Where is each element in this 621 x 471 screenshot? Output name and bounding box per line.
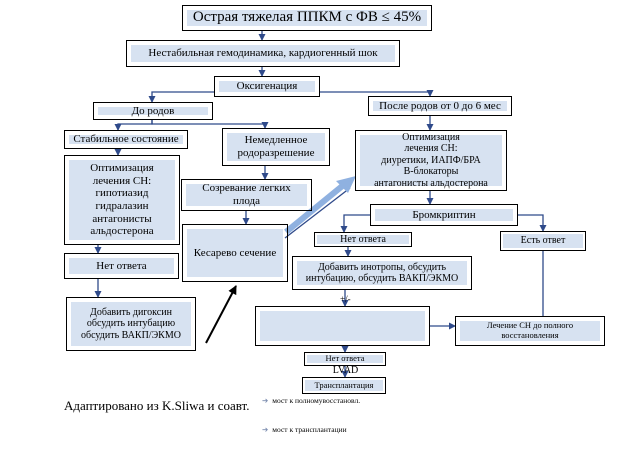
title-box: Острая тяжелая ППКМ с ФВ ≤ 45% [182, 5, 432, 31]
immediate-delivery-box: Немедленное родоразрешение [222, 128, 330, 166]
arrow-oxygen-after [320, 90, 434, 97]
plus-minus-label: +/- [340, 294, 351, 304]
inotropes-text: Добавить инотропы, обсудить интубацию, о… [305, 261, 459, 285]
response-box: Есть ответ [500, 231, 586, 251]
lung-maturation-box: Созревание легких плода [181, 179, 312, 211]
lvad-bridge-recovery: ➔мост к полномувосстановл. [262, 396, 429, 406]
lvad-box: LVAD ➔мост к полномувосстановл. ➔мост к … [255, 306, 430, 434]
caesarean-box: Кесарево сечение [182, 224, 288, 282]
arrow-bromo-noresp [340, 214, 370, 233]
response-text: Есть ответ [520, 235, 566, 247]
after-birth-text: После родов от 0 до 6 мес [379, 99, 501, 112]
transplant-text: Трансплантация [314, 379, 374, 390]
arrow-bromo-resp [518, 214, 547, 232]
optimization-left-text: Оптимизация лечения СН: гипотиазид гидра… [90, 162, 154, 238]
lung-maturation-text: Созревание легких плода [202, 182, 291, 207]
source-caption: Адаптировано из K.Sliwa и соавт. [64, 398, 250, 413]
unstable-box: Нестабильная гемодинамика, кардиогенный … [126, 40, 400, 67]
big-arrow-shaft [284, 180, 348, 235]
arrow-right-icon: ➔ [262, 396, 269, 406]
before-birth-text: До родов [131, 104, 175, 117]
stable-text: Стабильное состояние [73, 133, 179, 146]
lvad-title: LVAD [332, 365, 359, 377]
arrow-right-icon: ➔ [262, 424, 269, 434]
arrow-digoxin-caesarean [205, 285, 237, 344]
digoxin-text: Добавить дигоксин обсудить интубацию обс… [81, 306, 181, 341]
digoxin-box: Добавить дигоксин обсудить интубацию обс… [66, 297, 196, 351]
inotropes-box: Добавить инотропы, обсудить интубацию, о… [292, 256, 472, 290]
immediate-delivery-text: Немедленное родоразрешение [237, 134, 315, 159]
no-response-bottom-box: Нет ответа [304, 352, 386, 366]
oxygen-box: Оксигенация [214, 76, 320, 97]
before-birth-box: До родов [93, 102, 213, 120]
no-response-bottom-text: Нет ответа [325, 353, 365, 364]
unstable-text: Нестабильная гемодинамика, кардиогенный … [148, 47, 378, 60]
line-caesarean-optright [284, 187, 351, 239]
no-response-left-text: Нет ответа [96, 259, 147, 272]
bromocriptine-text: Бромкриптин [412, 208, 476, 221]
no-response-left-box: Нет ответа [64, 253, 179, 279]
caesarean-text: Кесарево сечение [193, 246, 277, 259]
connector-lines [94, 31, 547, 378]
oxygen-text: Оксигенация [236, 80, 298, 93]
title-text: Острая тяжелая ППКМ с ФВ ≤ 45% [192, 9, 422, 26]
optimization-left-box: Оптимизация лечения СН: гипотиазид гидра… [64, 155, 180, 245]
recovery-text: Лечение СН до полного восстановления [486, 320, 574, 340]
flowchart: Острая тяжелая ППКМ с ФВ ≤ 45% Нестабиль… [64, 5, 605, 434]
lvad-line1-text: мост к полномувосстановл. [272, 396, 361, 406]
arrow-before-immediate [151, 120, 269, 129]
after-birth-box: После родов от 0 до 6 мес [368, 96, 512, 116]
recovery-box: Лечение СН до полного восстановления [455, 316, 605, 346]
optimization-right-text: Оптимизация лечения СН: диуретики, ИАПФ/… [374, 131, 488, 189]
stable-box: Стабильное состояние [64, 130, 188, 149]
bromocriptine-box: Бромкриптин [370, 204, 518, 226]
no-response-mid-box: Нет ответа [314, 232, 412, 247]
arrow-oxygen-before [148, 91, 214, 103]
transplant-box: Трансплантация [302, 377, 386, 394]
arrow-before-stable [114, 120, 153, 131]
big-arrow-head [336, 176, 356, 193]
no-response-mid-text: Нет ответа [340, 233, 386, 245]
optimization-right-box: Оптимизация лечения СН: диуретики, ИАПФ/… [355, 130, 507, 191]
lvad-line2-text: мост к трансплантации [272, 424, 347, 434]
lvad-bridge-transplant: ➔мост к трансплантации [262, 425, 429, 435]
